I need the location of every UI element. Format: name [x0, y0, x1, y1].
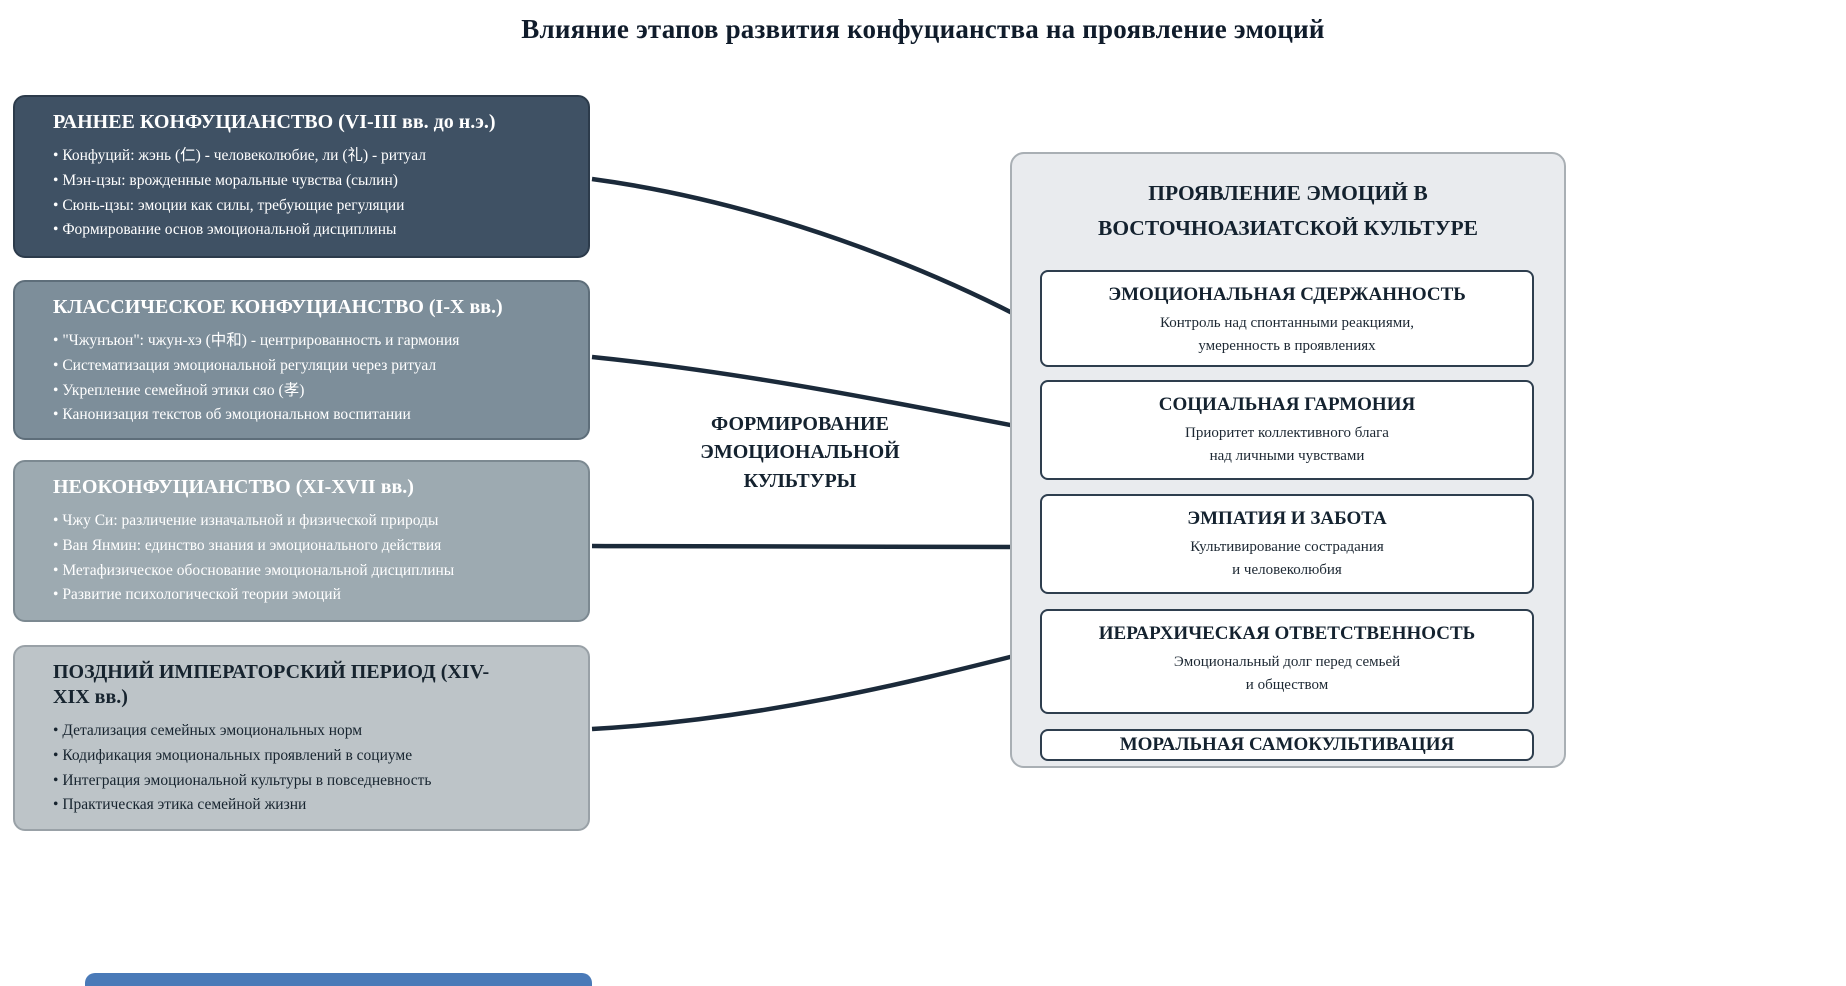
stage-bullet-list: Конфуций: жэнь (仁) - человеколюбие, ли (…: [53, 144, 566, 243]
result-title: ЭМПАТИЯ И ЗАБОТА: [1187, 508, 1387, 529]
stage-early-confucianism: РАННЕЕ КОНФУЦИАНСТВО (VI-III вв. до н.э.…: [13, 95, 590, 258]
stage-bullet: Систематизация эмоциональной регуляции ч…: [53, 354, 566, 379]
cutoff-next-box-bar: [85, 973, 592, 986]
middle-label-line: ЭМОЦИОНАЛЬНОЙ: [700, 441, 900, 464]
stage-bullet: Метафизическое обоснование эмоциональной…: [53, 559, 566, 584]
result-desc-line: Контроль над спонтанными реакциями,: [1160, 314, 1414, 331]
stage-late-imperial-period: ПОЗДНИЙ ИМПЕРАТОРСКИЙ ПЕРИОД (XIV-XIX вв…: [13, 645, 590, 831]
stage-title: ПОЗДНИЙ ИМПЕРАТОРСКИЙ ПЕРИОД (XIV-XIX вв…: [53, 661, 490, 708]
stage-bullet-list: "Чжунъюн": чжун-хэ (中和) - центрированнос…: [53, 329, 566, 428]
stage-bullet: Детализация семейных эмоциональных норм: [53, 719, 566, 744]
results-panel-title-line: ВОСТОЧНОАЗИАТСКОЙ КУЛЬТУРЕ: [1097, 215, 1478, 240]
result-description: Культивирование сострадания и человеколю…: [1042, 536, 1532, 583]
result-moral-self-cultivation: МОРАЛЬНАЯ САМОКУЛЬТИВАЦИЯ: [1040, 729, 1534, 761]
arrow-stage1-to-results: [591, 176, 1040, 327]
stage-bullet: Сюнь-цзы: эмоции как силы, требующие рег…: [53, 194, 566, 219]
stage-title: РАННЕЕ КОНФУЦИАНСТВО (VI-III вв. до н.э.…: [53, 111, 496, 133]
stage-title: КЛАССИЧЕСКОЕ КОНФУЦИАНСТВО (I-X вв.): [53, 296, 503, 318]
stage-bullet: Ван Янмин: единство знания и эмоциональн…: [53, 534, 566, 559]
result-desc-line: над личными чувствами: [1209, 448, 1365, 465]
result-desc-line: и обществом: [1245, 677, 1329, 694]
stage-bullet: Чжу Си: различение изначальной и физичес…: [53, 509, 566, 534]
result-empathy-care: ЭМПАТИЯ И ЗАБОТА Культивирование сострад…: [1040, 494, 1534, 594]
result-desc-line: и человеколюбия: [1232, 562, 1342, 579]
stage-neo-confucianism: НЕОКОНФУЦИАНСТВО (XI-XVII вв.) Чжу Си: р…: [13, 460, 590, 622]
stage-bullet: Канонизация текстов об эмоциональном вос…: [53, 403, 566, 428]
stage-bullet: Развитие психологической теории эмоций: [53, 583, 566, 608]
middle-label-emotional-culture: ФОРМИРОВАНИЕ ЭМОЦИОНАЛЬНОЙ КУЛЬТУРЫ: [650, 410, 950, 495]
results-panel: ПРОЯВЛЕНИЕ ЭМОЦИЙ В ВОСТОЧНОАЗИАТСКОЙ КУ…: [1010, 152, 1566, 768]
stage-bullet-list: Детализация семейных эмоциональных норм …: [53, 719, 566, 818]
stage-bullet: Укрепление семейной этики сяо (孝): [53, 379, 566, 404]
result-desc-line: Культивирование сострадания: [1190, 538, 1384, 555]
stage-bullet: Мэн-цзы: врожденные моральные чувства (с…: [53, 169, 566, 194]
result-hierarchical-responsibility: ИЕРАРХИЧЕСКАЯ ОТВЕТСТВЕННОСТЬ Эмоциональ…: [1040, 609, 1534, 714]
stage-title: НЕОКОНФУЦИАНСТВО (XI-XVII вв.): [53, 476, 414, 498]
middle-label-line: ФОРМИРОВАНИЕ: [711, 413, 889, 435]
result-description: Приоритет коллективного блага над личным…: [1042, 422, 1532, 469]
stage-bullet: Формирование основ эмоциональной дисципл…: [53, 218, 566, 243]
result-social-harmony: СОЦИАЛЬНАЯ ГАРМОНИЯ Приоритет коллективн…: [1040, 380, 1534, 480]
arrow-stage3-to-results: [591, 540, 1041, 553]
stage-bullet: "Чжунъюн": чжун-хэ (中和) - центрированнос…: [53, 329, 566, 354]
stage-classical-confucianism: КЛАССИЧЕСКОЕ КОНФУЦИАНСТВО (I-X вв.) "Чж…: [13, 280, 590, 440]
stage-bullet-list: Чжу Си: различение изначальной и физичес…: [53, 509, 566, 608]
result-desc-line: Приоритет коллективного блага: [1185, 424, 1389, 441]
arrow-stage4-to-results: [591, 647, 1041, 732]
stage-bullet: Конфуций: жэнь (仁) - человеколюбие, ли (…: [53, 144, 566, 169]
result-description: Эмоциональный долг перед семьей и общест…: [1042, 651, 1532, 698]
result-title: СОЦИАЛЬНАЯ ГАРМОНИЯ: [1158, 394, 1416, 415]
result-desc-line: Эмоциональный долг перед семьей: [1173, 653, 1401, 670]
result-title: ЭМОЦИОНАЛЬНАЯ СДЕРЖАННОСТЬ: [1108, 284, 1466, 305]
stage-bullet: Практическая этика семейной жизни: [53, 793, 566, 818]
result-description: Контроль над спонтанными реакциями, умер…: [1042, 312, 1532, 359]
stage-bullet: Кодификация эмоциональных проявлений в с…: [53, 744, 566, 769]
stage-bullet: Интеграция эмоциональной культуры в повс…: [53, 769, 566, 794]
result-title: МОРАЛЬНАЯ САМОКУЛЬТИВАЦИЯ: [1119, 734, 1455, 755]
page-title: Влияние этапов развития конфуцианства на…: [521, 14, 1325, 44]
results-panel-title: ПРОЯВЛЕНИЕ ЭМОЦИЙ В ВОСТОЧНОАЗИАТСКОЙ КУ…: [1012, 176, 1564, 246]
result-desc-line: умеренность в проявлениях: [1198, 338, 1376, 355]
results-panel-title-line: ПРОЯВЛЕНИЕ ЭМОЦИЙ В: [1148, 181, 1428, 205]
middle-label-line: КУЛЬТУРЫ: [743, 469, 857, 492]
result-title: ИЕРАРХИЧЕСКАЯ ОТВЕТСТВЕННОСТЬ: [1098, 623, 1476, 644]
result-emotional-restraint: ЭМОЦИОНАЛЬНАЯ СДЕРЖАННОСТЬ Контроль над …: [1040, 270, 1534, 367]
